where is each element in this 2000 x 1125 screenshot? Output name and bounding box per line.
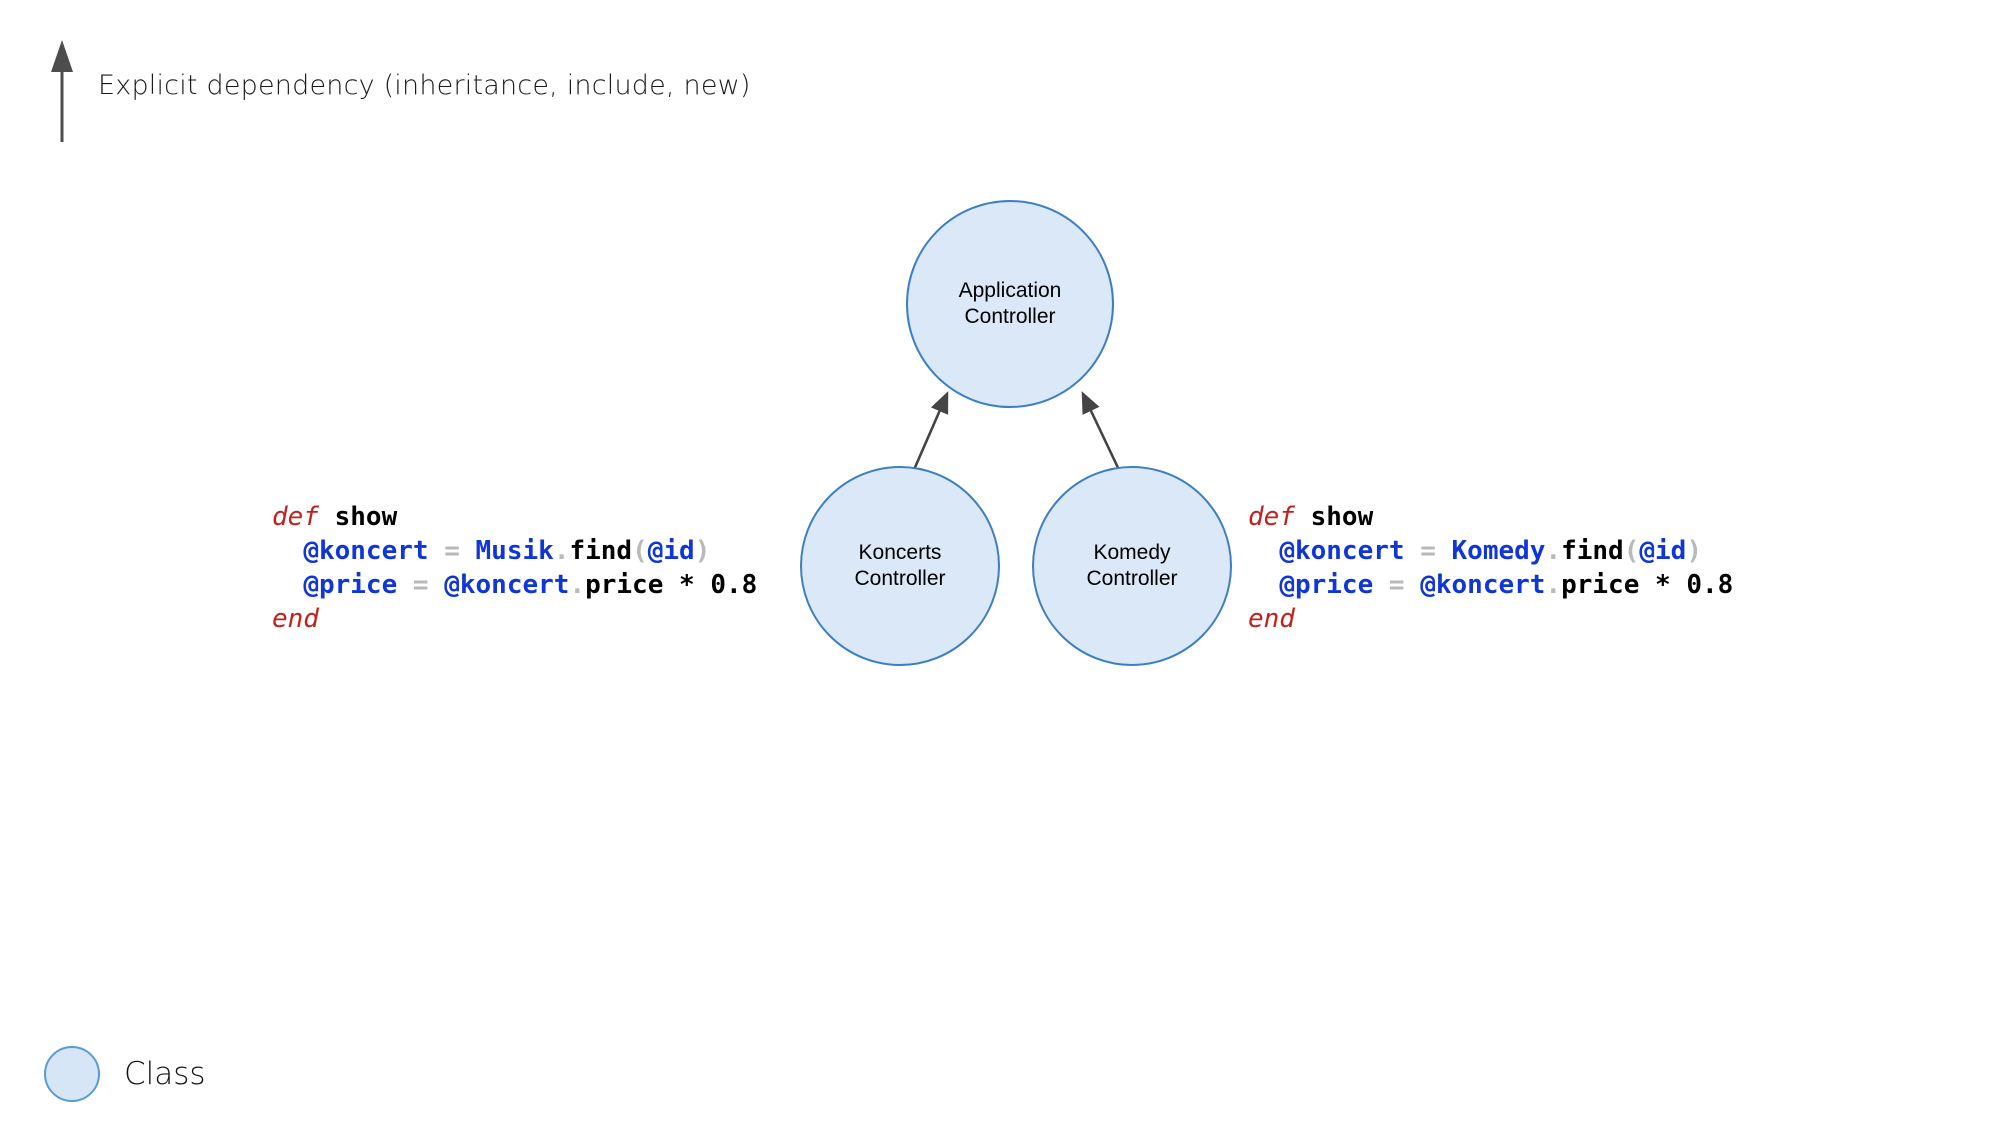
- explicit-dependency-caption: Explicit dependency (inheritance, includ…: [98, 70, 751, 101]
- code-token-punc: .: [553, 536, 570, 566]
- code-token-num: *: [1655, 570, 1671, 600]
- code-token-punc: (: [632, 536, 648, 566]
- code-line: @price = @koncert.price * 0.8: [272, 568, 757, 602]
- code-token-plain: [319, 502, 335, 532]
- code-line: @koncert = Musik.find(@id): [272, 534, 757, 568]
- legend-class-swatch-icon: [44, 1046, 100, 1102]
- code-token-plain: [1373, 570, 1389, 600]
- code-token-plain: [429, 570, 445, 600]
- code-token-op: =: [1388, 570, 1405, 600]
- code-token-punc: ): [694, 536, 711, 566]
- legend-class: Class: [44, 1046, 206, 1102]
- code-line: @koncert = Komedy.find(@id): [1248, 534, 1733, 568]
- code-token-ident: show: [334, 502, 398, 532]
- code-token-ivar: @price: [303, 570, 398, 600]
- code-token-ivar: @koncert: [1420, 570, 1546, 600]
- code-token-plain: [272, 570, 303, 600]
- code-token-kw: def: [1248, 502, 1295, 532]
- node-application-controller[interactable]: Application Controller: [906, 200, 1114, 408]
- code-token-plain: [1405, 536, 1421, 566]
- code-token-meth: price: [585, 570, 664, 600]
- code-token-ivar: @koncert: [1279, 536, 1405, 566]
- code-line: end: [1248, 602, 1733, 636]
- code-token-kw: def: [272, 502, 319, 532]
- code-token-ivar: @id: [1639, 536, 1687, 566]
- code-token-plain: [1248, 570, 1279, 600]
- code-token-const: Musik: [475, 536, 554, 566]
- code-token-plain: [1436, 536, 1452, 566]
- code-token-plain: [429, 536, 445, 566]
- code-line: def show: [1248, 500, 1733, 534]
- code-token-ivar: @id: [647, 536, 695, 566]
- code-token-ivar: @koncert: [444, 570, 570, 600]
- code-token-meth: price: [1561, 570, 1640, 600]
- code-token-plain: [1248, 536, 1279, 566]
- edge-komedy-to-application: [1081, 391, 1122, 473]
- code-token-ivar: @price: [1279, 570, 1374, 600]
- edge-koncerts-to-application: [911, 391, 949, 473]
- code-line: @price = @koncert.price * 0.8: [1248, 568, 1733, 602]
- code-token-plain: [1295, 502, 1311, 532]
- code-token-plain: [1671, 570, 1687, 600]
- code-token-const: Komedy: [1451, 536, 1546, 566]
- node-komedy-controller-label: Komedy Controller: [1086, 541, 1178, 590]
- code-token-plain: [1639, 570, 1655, 600]
- node-koncerts-controller[interactable]: Koncerts Controller: [800, 466, 1000, 666]
- code-token-ident: show: [1310, 502, 1374, 532]
- code-token-plain: [460, 536, 476, 566]
- code-token-kw: end: [1248, 604, 1295, 634]
- code-token-punc: ): [1686, 536, 1702, 566]
- node-komedy-controller[interactable]: Komedy Controller: [1032, 466, 1232, 666]
- code-line: end: [272, 602, 757, 636]
- code-line: def show: [272, 500, 757, 534]
- code-token-plain: [1405, 570, 1421, 600]
- code-token-plain: [397, 570, 413, 600]
- code-token-punc: (: [1623, 536, 1640, 566]
- code-token-plain: [663, 570, 679, 600]
- code-token-plain: [272, 536, 303, 566]
- code-token-num: 0.8: [710, 570, 758, 600]
- node-application-controller-label: Application Controller: [958, 279, 1062, 328]
- code-token-op: =: [444, 536, 460, 566]
- code-token-punc: .: [1545, 536, 1562, 566]
- up-arrow-icon: [51, 40, 73, 142]
- code-token-op: =: [1420, 536, 1436, 566]
- code-token-punc: .: [569, 570, 586, 600]
- code-snippet-komedy: def show @koncert = Komedy.find(@id) @pr…: [1248, 500, 1733, 636]
- code-token-num: *: [679, 570, 695, 600]
- node-koncerts-controller-label: Koncerts Controller: [854, 541, 946, 590]
- code-token-ivar: @koncert: [303, 536, 429, 566]
- code-token-num: 0.8: [1686, 570, 1734, 600]
- legend-class-label: Class: [124, 1056, 206, 1092]
- code-snippet-koncerts: def show @koncert = Musik.find(@id) @pri…: [272, 500, 757, 636]
- code-token-kw: end: [272, 604, 319, 634]
- code-token-plain: [695, 570, 711, 600]
- code-token-op: =: [412, 570, 429, 600]
- code-token-meth: find: [569, 536, 633, 566]
- code-token-punc: .: [1545, 570, 1562, 600]
- code-token-meth: find: [1561, 536, 1624, 566]
